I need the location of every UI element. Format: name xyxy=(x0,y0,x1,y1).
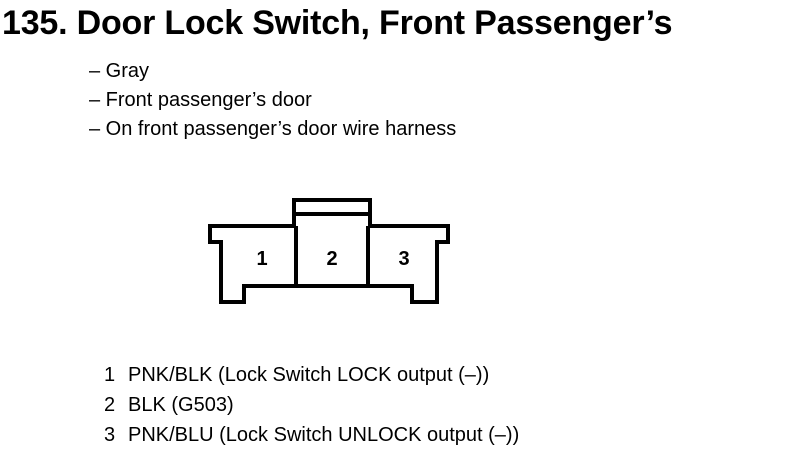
pin-row: 3 PNK/BLU (Lock Switch UNLOCK output (–)) xyxy=(104,420,519,450)
connector-location: – Front passenger’s door xyxy=(89,89,312,111)
connector-diagram: 1 2 3 xyxy=(208,198,450,304)
connector-harness: – On front passenger’s door wire harness xyxy=(89,118,457,140)
connector-housing xyxy=(208,198,450,304)
connector-details-list: – Gray – Front passenger’s door – On fro… xyxy=(89,57,456,144)
pin-number: 1 xyxy=(104,364,116,386)
pin-description: PNK/BLK (Lock Switch LOCK output (–)) xyxy=(128,364,490,386)
pin-number: 2 xyxy=(104,394,116,416)
pin-description: PNK/BLU (Lock Switch UNLOCK output (–)) xyxy=(128,424,520,446)
pin-number: 3 xyxy=(104,424,116,446)
pin-row: 2 BLK (G503) xyxy=(104,390,519,420)
cavity-label-1: 1 xyxy=(256,248,267,270)
cavity-label-3: 3 xyxy=(398,248,409,270)
connector-color: – Gray xyxy=(89,60,150,82)
pin-assignment-list: 1 PNK/BLK (Lock Switch LOCK output (–)) 2… xyxy=(104,360,519,450)
cavity-label-2: 2 xyxy=(326,248,337,270)
page-title: 135. Door Lock Switch, Front Passenger’s xyxy=(2,4,673,42)
pin-row: 1 PNK/BLK (Lock Switch LOCK output (–)) xyxy=(104,360,519,390)
pin-description: BLK (G503) xyxy=(128,394,234,416)
